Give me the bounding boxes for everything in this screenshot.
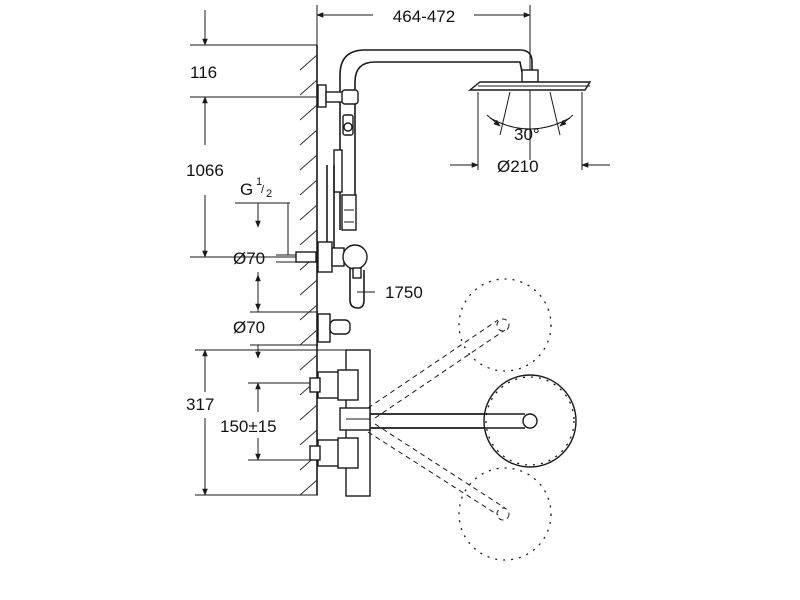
lower-flange-dimension: Ø70 bbox=[233, 318, 318, 359]
shower-head bbox=[468, 69, 592, 160]
lower-elbow bbox=[317, 313, 351, 343]
thermostat-mixer bbox=[309, 349, 371, 497]
wall-hatching bbox=[299, 54, 318, 496]
thread-prefix-label: G bbox=[240, 180, 253, 199]
head-diameter-label: Ø210 bbox=[497, 157, 539, 176]
inlet-spacing-label: 150±15 bbox=[220, 417, 277, 436]
valve-height-dimension: 317 bbox=[186, 349, 370, 496]
lower-flange-label: Ø70 bbox=[233, 318, 265, 337]
shower-length-callout: 1750 bbox=[357, 283, 423, 302]
thread-callout: G 1 / 2 bbox=[235, 176, 290, 255]
tilt-angle-label: 30° bbox=[514, 125, 540, 144]
width-dimension-label: 464-472 bbox=[393, 7, 455, 26]
thread-fraction-slash: / bbox=[261, 184, 265, 196]
top-offset-label: 116 bbox=[190, 63, 217, 82]
spray-angle-indicator: 30° bbox=[486, 91, 574, 144]
inlet-spacing-dimension: 150±15 bbox=[220, 382, 310, 461]
width-dimension: 464-472 bbox=[316, 5, 531, 70]
thread-denominator-label: 2 bbox=[266, 188, 272, 200]
hand-shower bbox=[326, 149, 357, 250]
height-dimension-chain: 116 1066 bbox=[186, 10, 330, 258]
wall bbox=[299, 45, 318, 496]
shower-length-label: 1750 bbox=[385, 283, 423, 302]
thread-numerator-label: 1 bbox=[256, 176, 262, 188]
height-main-label: 1066 bbox=[186, 161, 224, 180]
swing-arm-diagram bbox=[367, 278, 577, 561]
head-diameter-dimension: Ø210 bbox=[450, 92, 610, 176]
valve-height-label: 317 bbox=[186, 395, 214, 414]
upper-flange-label: Ø70 bbox=[233, 249, 265, 268]
upper-diverter bbox=[295, 241, 368, 309]
riser-pipe bbox=[317, 49, 533, 230]
